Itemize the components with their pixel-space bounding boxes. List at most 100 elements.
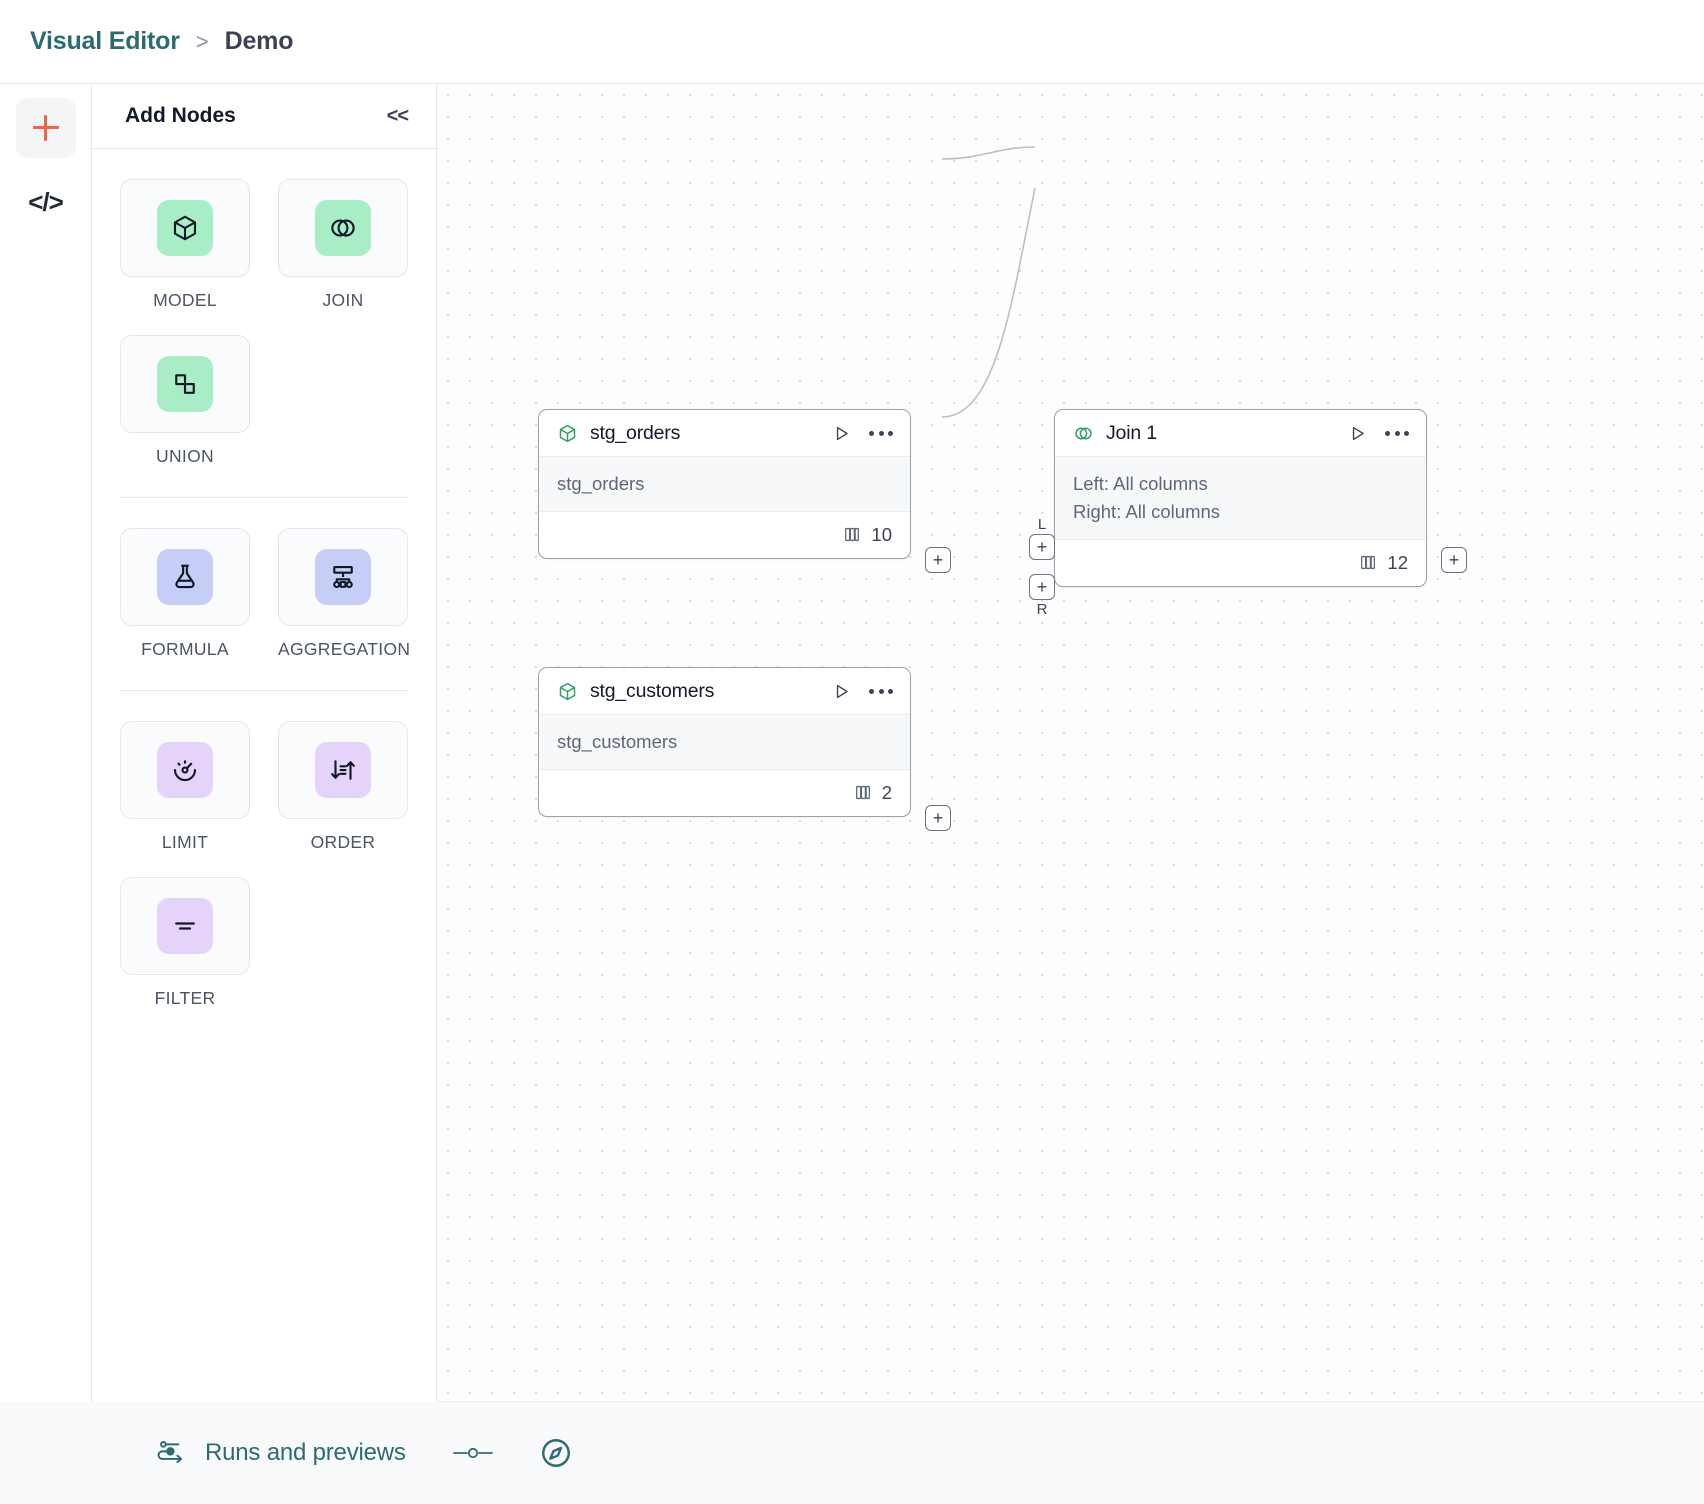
node-body: Left: All columns Right: All columns	[1055, 457, 1426, 540]
more-options-icon[interactable]	[1385, 427, 1409, 440]
plus-icon	[33, 115, 59, 141]
node-body-line-left: Left: All columns	[1073, 470, 1408, 498]
palette-group-sources: MODEL JOIN	[120, 179, 408, 491]
palette-label-aggregation: AGGREGATION	[278, 639, 408, 660]
node-join-1[interactable]: Join 1 Left: All columns Right: All colu…	[1054, 409, 1427, 587]
palette-item-order: ORDER	[278, 721, 408, 853]
palette-item-filter: FILTER	[120, 877, 250, 1009]
palette-tile-order[interactable]	[278, 721, 408, 819]
palette-item-model: MODEL	[120, 179, 250, 311]
code-view-button[interactable]: </>	[16, 172, 76, 232]
palette-group-transforms: FORMULA AGGREGATIO	[120, 528, 408, 684]
palette-tile-limit[interactable]	[120, 721, 250, 819]
play-icon[interactable]	[832, 682, 851, 701]
node-title: stg_orders	[590, 422, 832, 445]
more-options-icon[interactable]	[869, 685, 893, 698]
palette-tile-model[interactable]	[120, 179, 250, 277]
palette-label-join: JOIN	[278, 290, 408, 311]
palette-tile-join[interactable]	[278, 179, 408, 277]
bottom-toolbar: Runs and previews	[0, 1402, 1704, 1504]
node-stg-orders[interactable]: stg_orders stg_orders	[538, 409, 911, 559]
flow-canvas[interactable]: stg_orders stg_orders	[437, 84, 1704, 1402]
node-stg-customers[interactable]: stg_customers stg_customers	[538, 667, 911, 817]
input-handle-left[interactable]: +	[1029, 534, 1055, 560]
breadcrumb: Visual Editor > Demo	[0, 0, 1704, 84]
palette-item-join: JOIN	[278, 179, 408, 311]
output-handle-stg-orders[interactable]: +	[925, 547, 951, 573]
palette-label-formula: FORMULA	[120, 639, 250, 660]
compass-icon[interactable]	[539, 1436, 573, 1470]
palette-label-union: UNION	[120, 446, 250, 467]
palette-label-filter: FILTER	[120, 988, 250, 1009]
edge-orders-to-join	[942, 147, 1035, 159]
cube-icon	[157, 200, 213, 256]
node-palette: MODEL JOIN	[92, 149, 436, 1033]
columns-icon	[853, 783, 873, 802]
edge-customers-to-join	[942, 188, 1035, 417]
column-count: 2	[882, 782, 892, 804]
icon-rail: </>	[0, 84, 92, 1402]
more-options-icon[interactable]	[869, 427, 893, 440]
breadcrumb-separator: >	[196, 29, 209, 55]
breadcrumb-current: Demo	[225, 27, 294, 56]
palette-tile-aggregation[interactable]	[278, 528, 408, 626]
palette-divider-2	[120, 690, 408, 691]
breadcrumb-root[interactable]: Visual Editor	[30, 27, 180, 56]
node-body: stg_customers	[539, 715, 910, 770]
join-circles-icon	[1073, 422, 1095, 444]
node-header-actions	[832, 682, 893, 701]
input-tag-right: R	[1029, 601, 1055, 618]
palette-divider-1	[120, 497, 408, 498]
node-header: stg_orders	[539, 410, 910, 457]
join-circles-icon	[315, 200, 371, 256]
node-footer: 2	[539, 770, 910, 816]
node-footer: 10	[539, 512, 910, 558]
hierarchy-icon	[315, 549, 371, 605]
node-body: stg_orders	[539, 457, 910, 512]
node-body-line-right: Right: All columns	[1073, 498, 1408, 526]
column-count: 12	[1387, 552, 1408, 574]
cube-icon	[557, 422, 579, 444]
node-header: stg_customers	[539, 668, 910, 715]
palette-tile-union[interactable]	[120, 335, 250, 433]
columns-icon	[1358, 553, 1378, 572]
node-body-line: stg_customers	[557, 728, 892, 756]
add-nodes-panel: Add Nodes << MODEL	[92, 84, 437, 1402]
node-header-actions	[832, 424, 893, 443]
slider-icon[interactable]	[451, 1443, 495, 1463]
editor-body: </> Add Nodes <<	[0, 84, 1704, 1402]
column-count: 10	[871, 524, 892, 546]
code-icon: </>	[28, 187, 63, 218]
input-handle-right[interactable]: +	[1029, 574, 1055, 600]
palette-item-formula: FORMULA	[120, 528, 250, 660]
gauge-icon	[157, 742, 213, 798]
node-header-actions	[1348, 424, 1409, 443]
node-title: stg_customers	[590, 680, 832, 703]
palette-label-limit: LIMIT	[120, 832, 250, 853]
columns-icon	[842, 525, 862, 544]
play-icon[interactable]	[1348, 424, 1367, 443]
runs-icon	[155, 1439, 189, 1467]
node-footer: 12	[1055, 540, 1426, 586]
runs-and-previews-button[interactable]: Runs and previews	[205, 1439, 406, 1467]
add-node-button[interactable]	[16, 98, 76, 158]
output-handle-join-1[interactable]: +	[1441, 547, 1467, 573]
output-handle-stg-customers[interactable]: +	[925, 805, 951, 831]
node-body-line: stg_orders	[557, 470, 892, 498]
node-header: Join 1	[1055, 410, 1426, 457]
palette-item-limit: LIMIT	[120, 721, 250, 853]
flask-icon	[157, 549, 213, 605]
panel-title: Add Nodes	[125, 104, 236, 128]
palette-label-order: ORDER	[278, 832, 408, 853]
cube-icon	[557, 680, 579, 702]
palette-item-union: UNION	[120, 335, 250, 467]
collapse-panel-button[interactable]: <<	[387, 105, 408, 128]
filter-lines-icon	[157, 898, 213, 954]
palette-label-model: MODEL	[120, 290, 250, 311]
palette-tile-filter[interactable]	[120, 877, 250, 975]
play-icon[interactable]	[832, 424, 851, 443]
palette-tile-formula[interactable]	[120, 528, 250, 626]
panel-header: Add Nodes <<	[92, 84, 436, 149]
input-tag-left: L	[1029, 516, 1055, 533]
